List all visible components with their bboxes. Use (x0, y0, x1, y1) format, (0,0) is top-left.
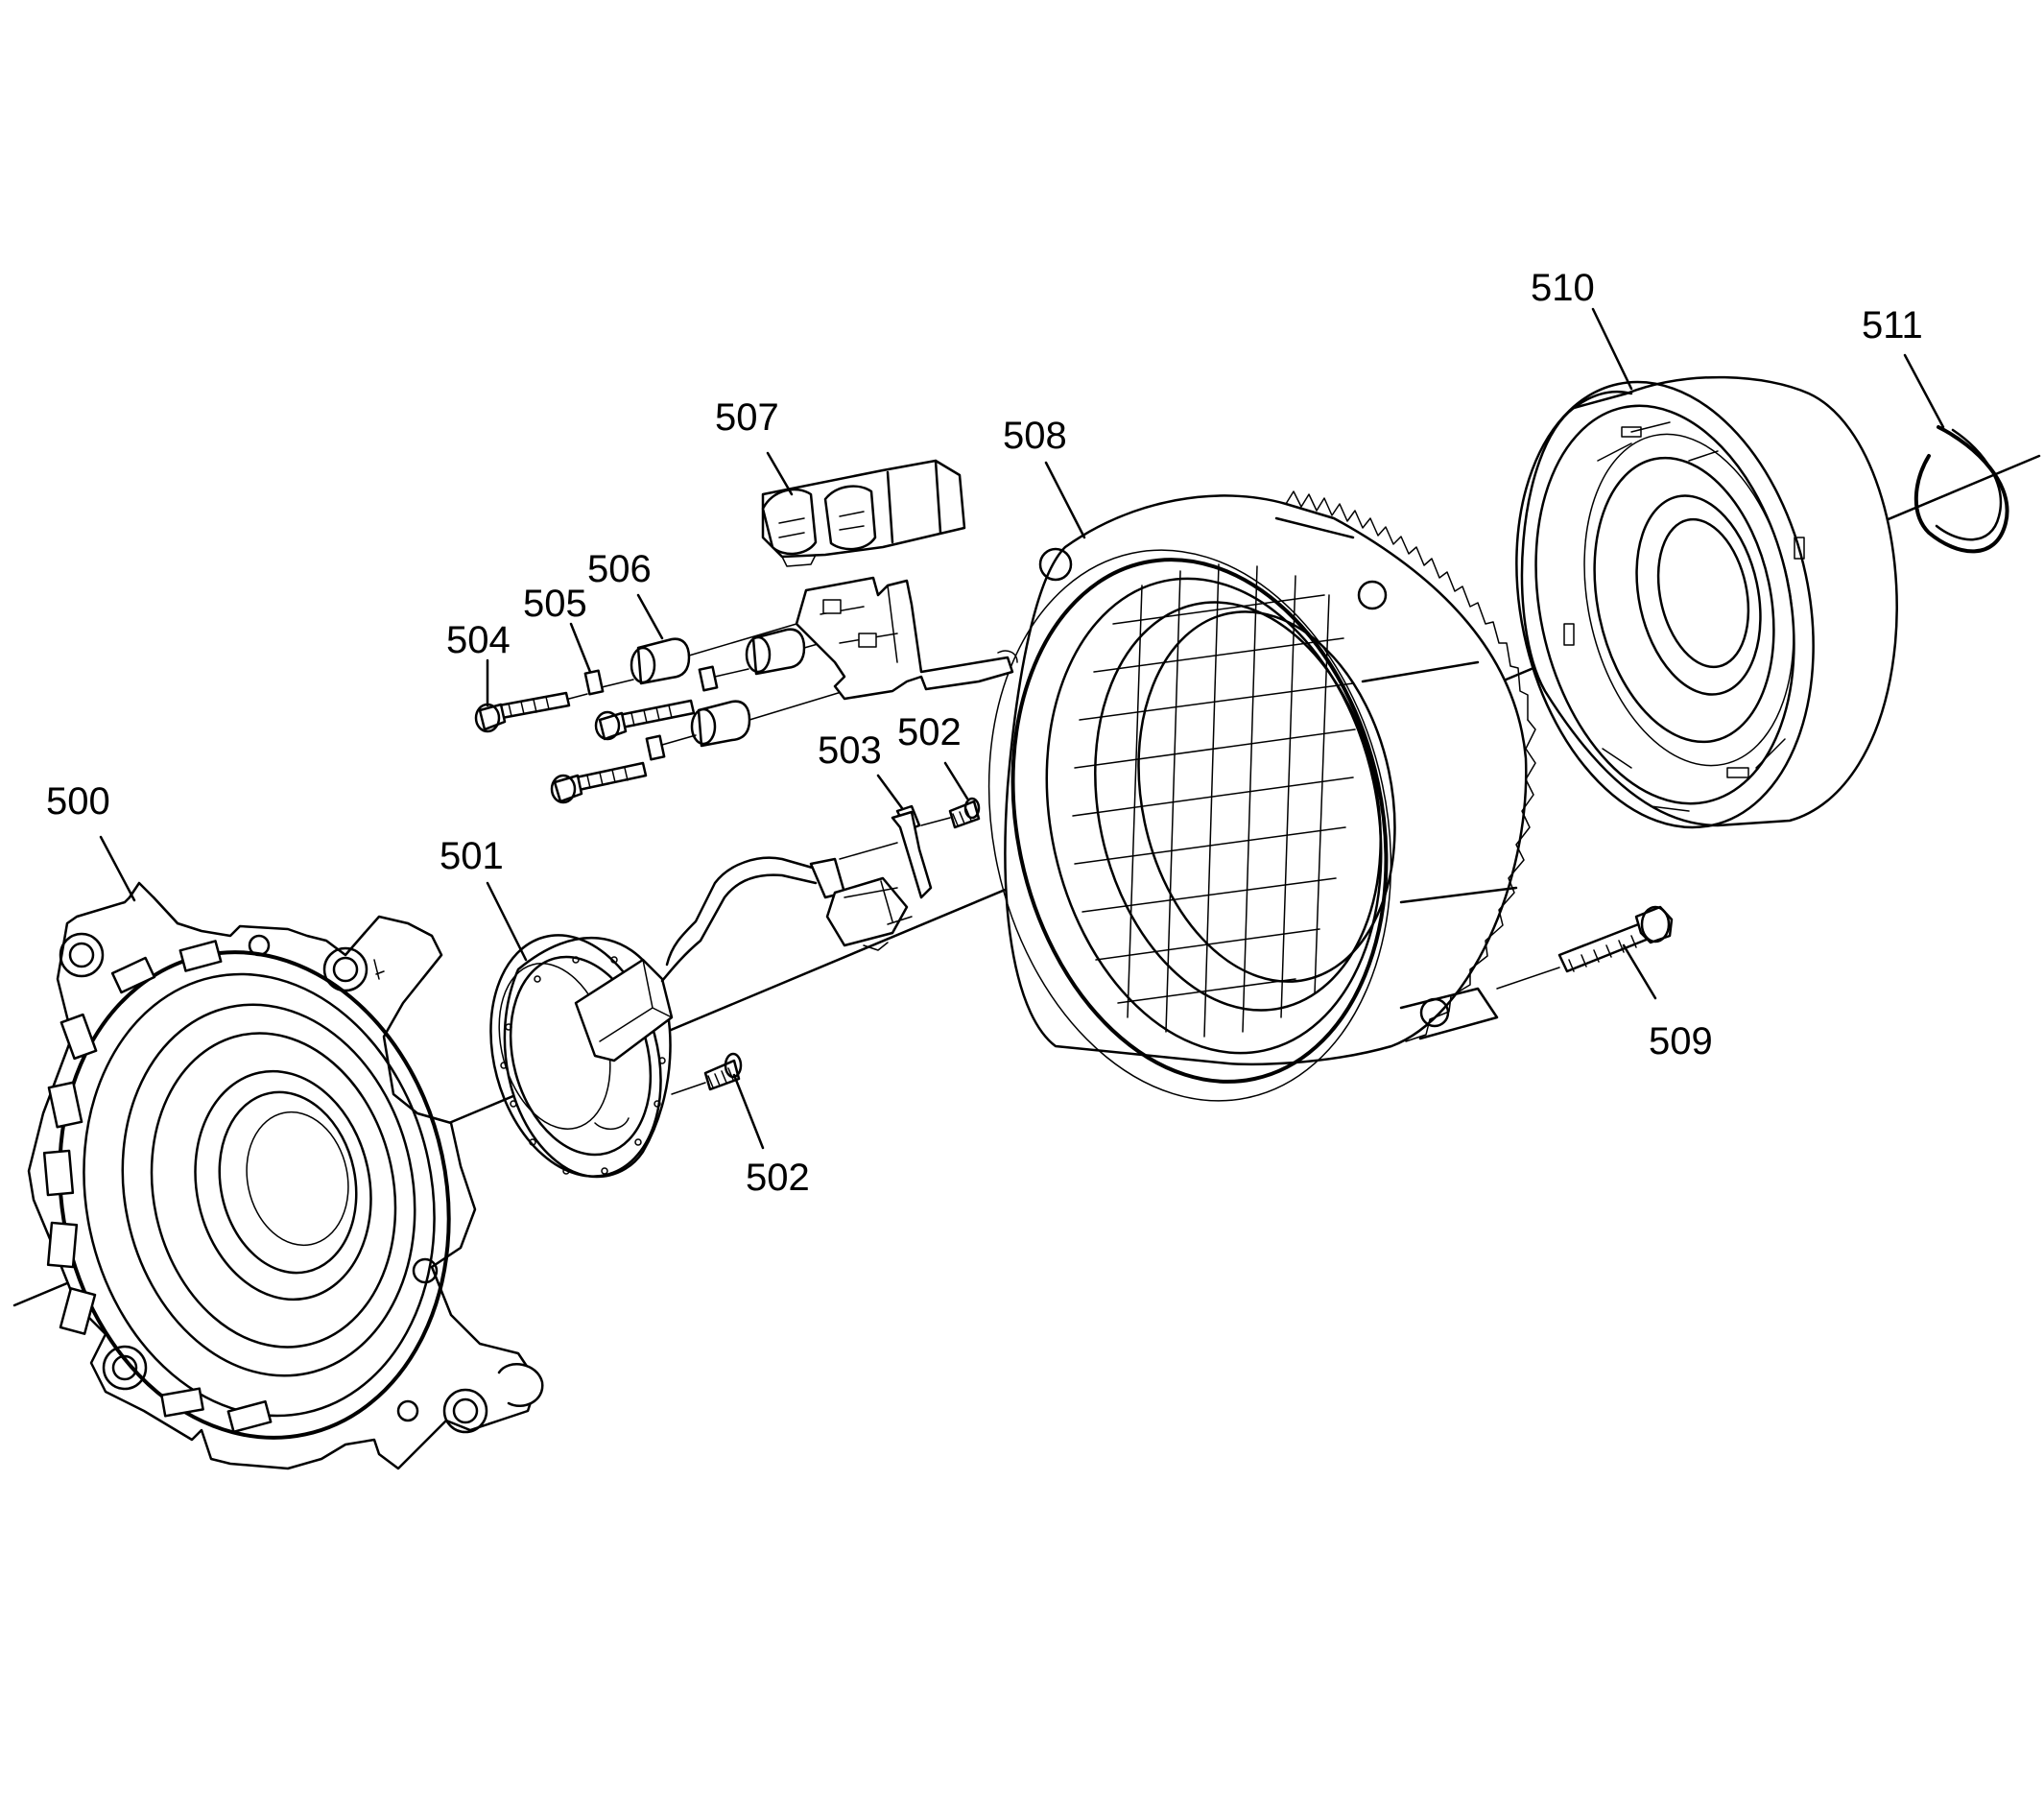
callout-504: 504 (446, 619, 511, 661)
callout-507: 507 (715, 396, 779, 439)
parts-504-506-fasteners (474, 623, 845, 804)
callout-500: 500 (46, 780, 110, 823)
part-501-resolver (489, 856, 913, 1179)
part-502-top-screw (920, 797, 981, 829)
part-510-rotor-housing (1515, 375, 1898, 829)
part-509-bolt (1496, 905, 1674, 990)
part-507-connector (761, 459, 966, 567)
callout-505: 505 (523, 583, 587, 625)
callout-502-top: 502 (897, 711, 962, 753)
callout-510: 510 (1531, 267, 1595, 309)
part-500-housing (27, 881, 544, 1470)
part-502-bottom-screw (671, 1052, 743, 1095)
part-511-snap-ring (1913, 425, 2009, 554)
callout-506: 506 (587, 548, 652, 590)
callout-503: 503 (818, 729, 882, 772)
part-508-stator (987, 490, 1536, 1102)
callout-511: 511 (1862, 304, 1923, 346)
leader-lines (99, 307, 1945, 1150)
callout-509: 509 (1649, 1020, 1713, 1063)
callout-502-bottom: 502 (746, 1157, 810, 1199)
callout-508: 508 (1003, 415, 1067, 457)
bus-bar-bracket (795, 576, 1018, 701)
part-503-clip (839, 804, 933, 899)
callout-501: 501 (440, 835, 504, 877)
callout-labels: 500 501 502 502 503 504 505 506 507 508 … (46, 267, 1923, 1199)
